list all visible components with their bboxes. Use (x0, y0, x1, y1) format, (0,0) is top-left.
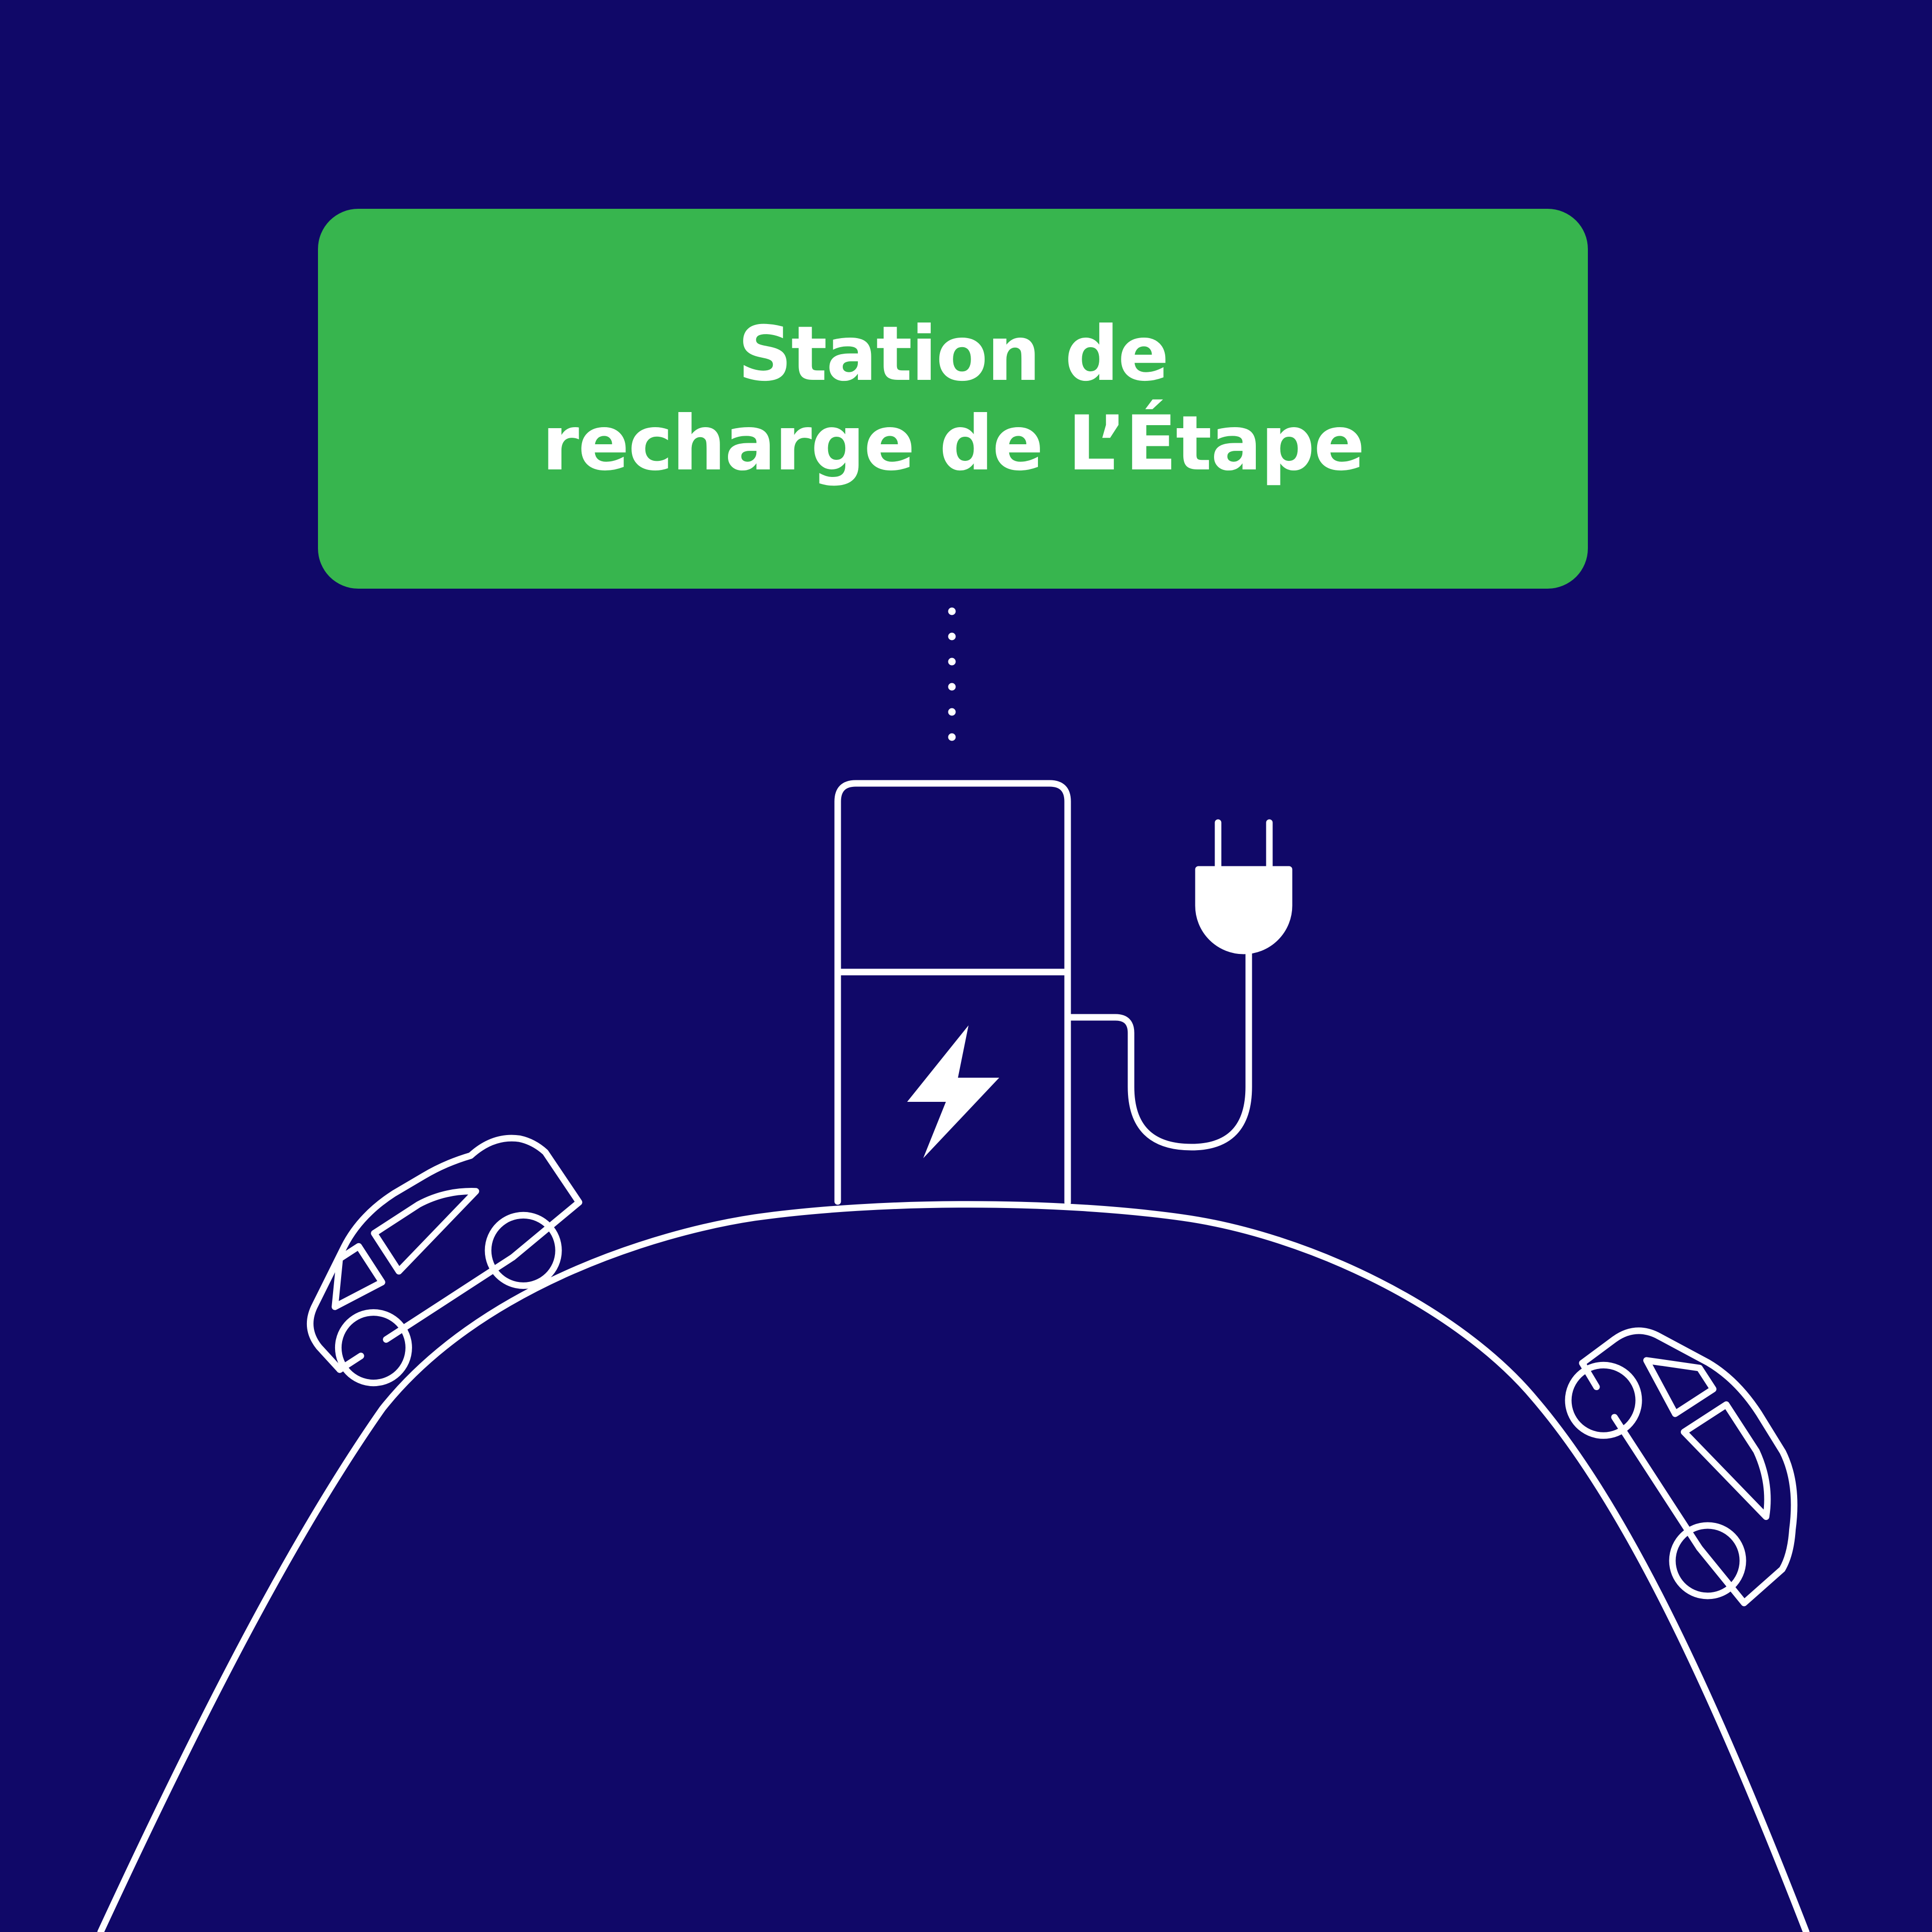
station-label-line-2: recharge de L’Étape (542, 399, 1365, 488)
plug-icon (1064, 819, 1293, 1151)
charging-station-icon (834, 780, 1071, 1206)
station-label: Station de recharge de L’Étape (542, 309, 1365, 489)
hill (97, 1201, 1810, 1932)
lightning-bolt-icon (907, 1025, 999, 1158)
car-left-icon (307, 1135, 583, 1387)
station-label-line-1: Station de (738, 310, 1169, 398)
station-label-box: Station de recharge de L’Étape (318, 209, 1588, 589)
car-right-icon (1565, 1327, 1798, 1606)
